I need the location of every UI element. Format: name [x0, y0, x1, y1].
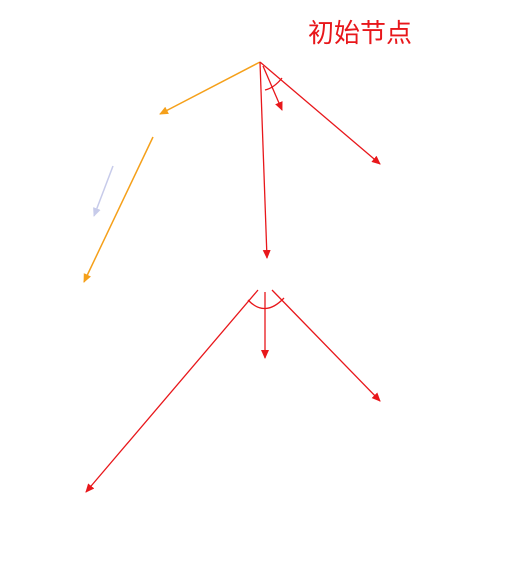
faint-arrow-down-left — [93, 165, 114, 217]
orange-arrow-to-left-child — [159, 61, 261, 115]
red-arrow-to-right-child — [259, 61, 381, 165]
red-arrow-to-center-child — [259, 61, 271, 259]
red-arrow-lower-left-long — [85, 289, 259, 493]
diagram-title: 初始节点 — [308, 19, 412, 49]
angle-arc-initial — [264, 77, 283, 91]
angle-arc-lower — [247, 297, 285, 310]
red-arrow-lower-right — [271, 289, 381, 402]
orange-arrow-down-left — [83, 136, 154, 283]
red-short-arrow-initial — [262, 65, 283, 111]
